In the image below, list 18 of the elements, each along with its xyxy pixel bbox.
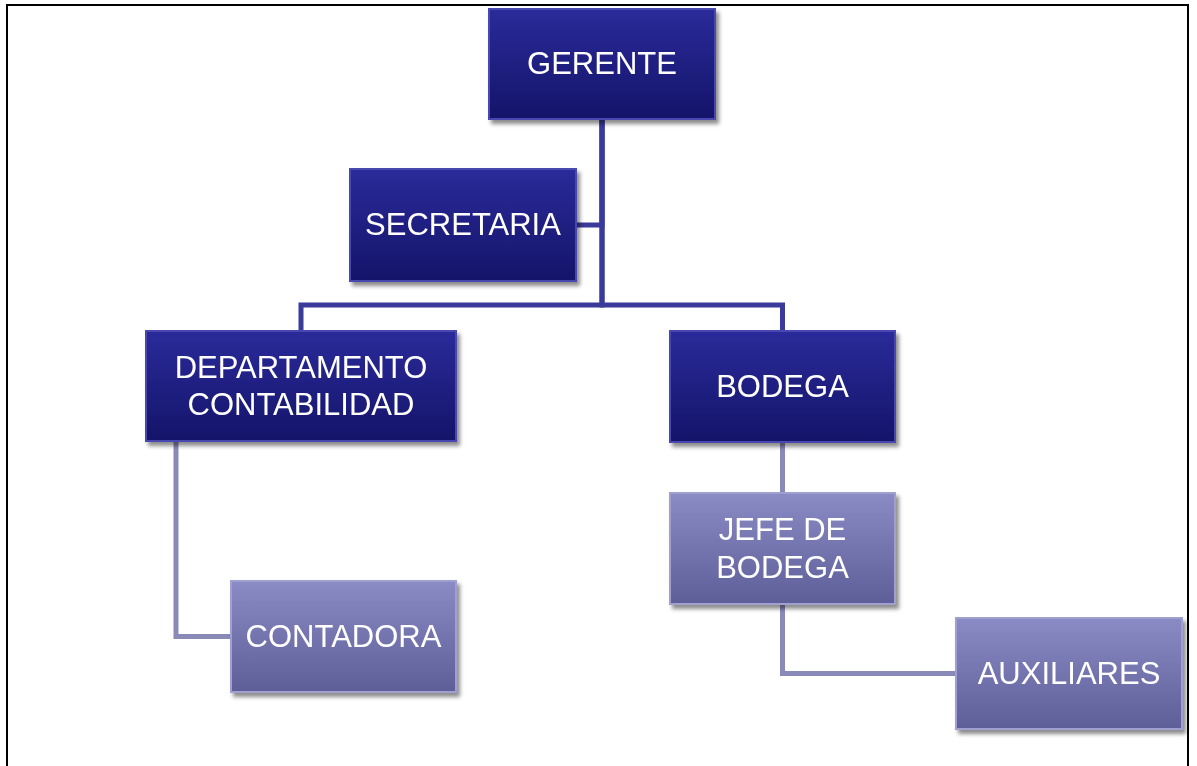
org-box [955,617,1183,730]
role-label: BODEGA [716,367,849,406]
org-box [669,330,896,443]
role-label: JEFE DE BODEGA [715,511,850,586]
org-box [230,580,457,693]
role-label: DEPARTAMENTO CONTABILIDAD [173,348,429,424]
org-box [669,492,896,605]
org-box [488,8,716,120]
connector-line [780,605,955,676]
connector-line [173,442,230,639]
connector-line [780,443,785,492]
role-label: CONTADORA [245,617,442,656]
role-label: GERENTE [527,45,677,83]
org-box [349,168,577,282]
role-label: SECRETARIA [365,206,561,244]
org-box [145,330,457,442]
connector-line [599,120,785,330]
role-label: AUXILIARES [977,654,1161,693]
